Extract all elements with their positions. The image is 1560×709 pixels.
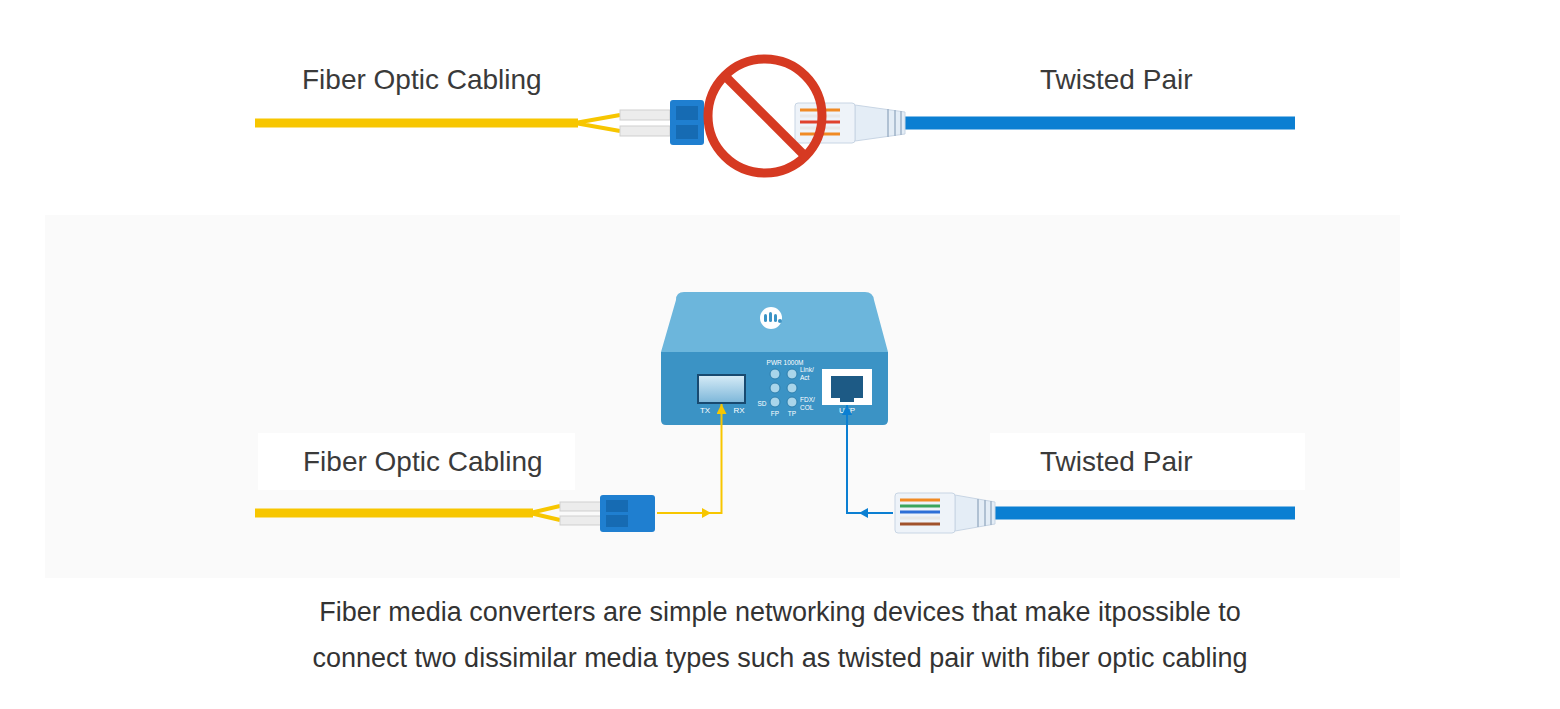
cable-label-text: Twisted Pair (990, 433, 1305, 490)
rj45-notch (840, 398, 854, 402)
port-label: SD (755, 400, 769, 408)
twisted-pair-cable (995, 507, 1295, 520)
status-led (787, 397, 797, 407)
rj45-boot (855, 105, 905, 141)
fiber-boot (560, 516, 602, 525)
boot-ribs (978, 499, 991, 527)
fiber-split (575, 115, 620, 131)
cable-label-text: Fiber Optic Cabling (302, 62, 542, 98)
fiber-boot (620, 126, 670, 136)
converter-front (661, 352, 888, 425)
cable-label-text: Twisted Pair (1040, 62, 1193, 98)
cable-label: Twisted Pair (893, 433, 1305, 530)
wire (900, 517, 940, 520)
fiber-ferrule (676, 106, 698, 120)
logo-bar (774, 314, 777, 322)
flow-arrow (859, 508, 868, 518)
rj45-boot (955, 495, 995, 531)
status-led (787, 369, 797, 379)
logo-dot (778, 319, 782, 323)
port-label: FP (769, 410, 781, 418)
wire (900, 523, 940, 526)
port-label: TP (786, 410, 798, 418)
signal-arrow (657, 404, 722, 513)
fiber-ferrule (606, 515, 628, 527)
port-label: Link/ Act (800, 366, 816, 381)
sfp-port: TXRX (697, 374, 746, 404)
cable-label-text: Fiber Optic Cabling (258, 433, 575, 490)
fiber-boot (620, 110, 670, 120)
boot-ribs (888, 109, 901, 137)
status-led (770, 383, 780, 393)
status-led (770, 397, 780, 407)
logo-disc (760, 307, 782, 329)
status-led (787, 383, 797, 393)
fiber-ferrule (676, 125, 698, 139)
fiber-cable (255, 119, 578, 128)
logo-bar (769, 312, 772, 322)
fiber-cable (255, 509, 533, 518)
background-panel (45, 215, 1400, 578)
fiber-split (530, 506, 560, 520)
media-converter: PWR 1000MLink/ ActSDFDX/ COLFPTPTXRXUTP (661, 292, 888, 425)
wire (900, 505, 940, 508)
fiber-connector (670, 100, 704, 145)
prohibition-slash (725, 76, 805, 156)
wire (900, 511, 940, 514)
prohibition-circle (708, 59, 822, 173)
cable-label: Fiber Optic Cabling (255, 433, 657, 530)
fiber-connector (600, 495, 655, 532)
rj45-jack (831, 376, 863, 398)
wire (900, 499, 940, 502)
rj45-plug (895, 493, 955, 533)
port-label: RX (732, 406, 746, 415)
port-label: PWR 1000M (761, 359, 809, 367)
port-label: TX (698, 406, 712, 415)
rj45-port: UTP (822, 369, 872, 405)
twisted-pair-cable (905, 117, 1295, 130)
status-led (770, 369, 780, 379)
converter-shape (661, 292, 888, 425)
fiber-ferrule (606, 500, 628, 512)
logo-bar (764, 314, 767, 322)
signal-arrow (847, 405, 893, 513)
fiber-boot (560, 502, 602, 511)
converter-top (661, 292, 888, 352)
flow-arrow (702, 508, 711, 518)
caption-text: Fiber media converters are simple networ… (290, 589, 1270, 681)
port-label: UTP (824, 406, 870, 415)
port-label: FDX/ COL (800, 396, 816, 411)
